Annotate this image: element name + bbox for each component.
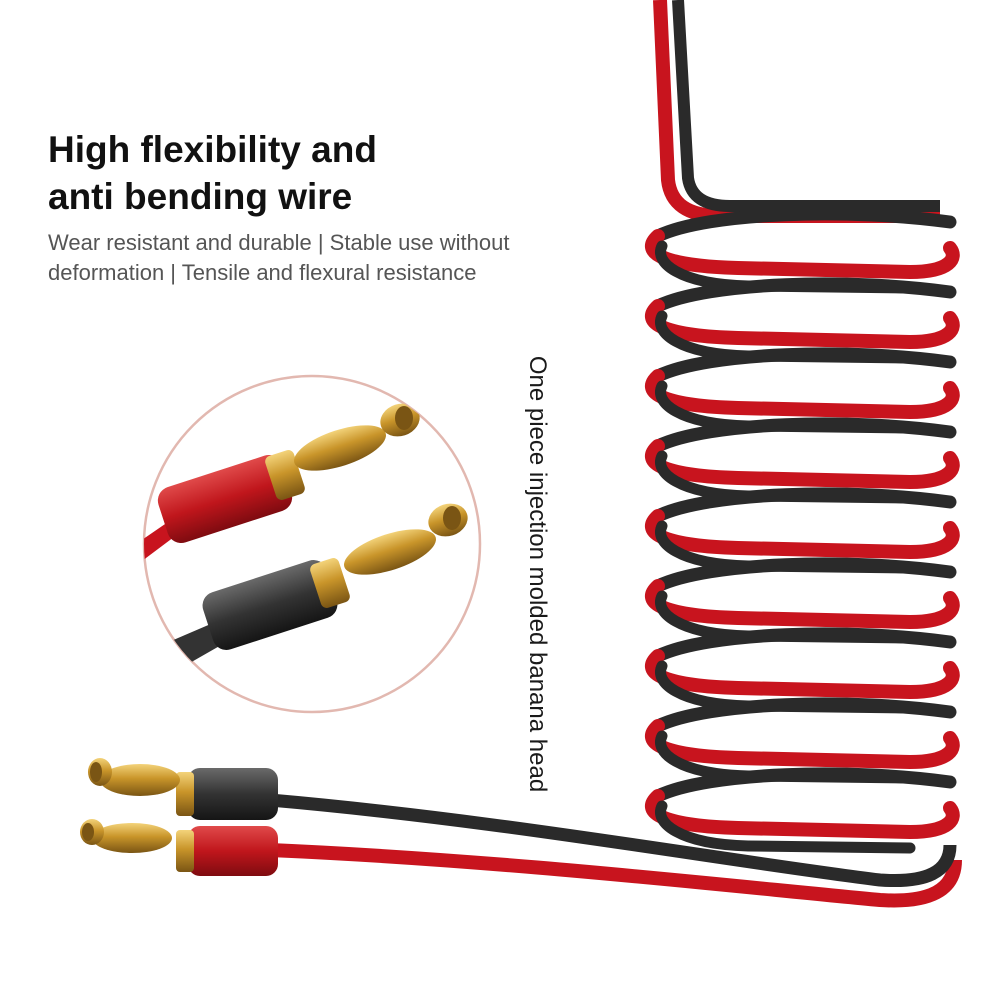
end-black-plug	[88, 758, 278, 820]
coil-loop	[645, 767, 960, 854]
vertical-wire-lead	[653, 0, 940, 223]
coiled-wire	[645, 207, 960, 854]
coil-loop	[645, 557, 960, 644]
coil-loop	[645, 627, 960, 714]
subheadline-line-2: deformation | Tensile and flexural resis…	[48, 260, 477, 285]
headline-line-2: anti bending wire	[48, 176, 353, 217]
coil-loop	[645, 487, 960, 574]
magnified-red-plug	[144, 403, 420, 570]
magnified-detail-circle	[142, 374, 482, 714]
headline: High flexibility and anti bending wire	[48, 126, 568, 220]
coil-loop	[645, 697, 960, 784]
magnified-black-plug	[150, 503, 468, 680]
headline-line-1: High flexibility and	[48, 129, 377, 170]
coil-loop	[645, 347, 960, 434]
end-red-plug	[80, 819, 278, 876]
subheadline: Wear resistant and durable | Stable use …	[48, 228, 608, 288]
cable-run	[269, 793, 962, 908]
coil-loop	[645, 207, 960, 294]
coil-loop	[645, 277, 960, 364]
coil-loop	[645, 417, 960, 504]
subheadline-line-1: Wear resistant and durable | Stable use …	[48, 230, 510, 255]
